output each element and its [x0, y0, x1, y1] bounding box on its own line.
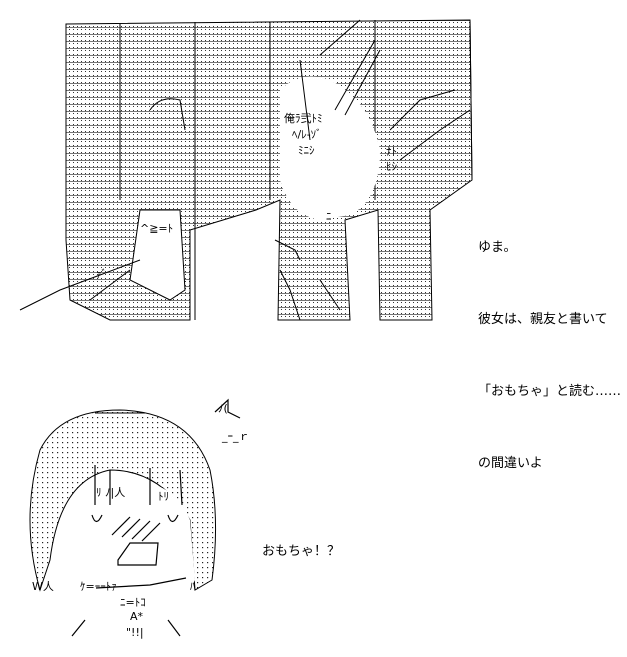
ascii-art-bottom: ﾉ( _ｰ_ｒ ﾘ ﾉ|人 ﾄﾘ W人 ｹ=ｰｰﾄｧ ﾊ ﾆ=ﾄｺ A* "!!… — [29, 398, 250, 639]
text-line: おもちゃ！？ — [262, 544, 341, 559]
face — [70, 480, 195, 615]
art-label: A* — [130, 610, 144, 623]
blinds-region — [65, 19, 473, 321]
art-label: ﾋｼ — [386, 160, 397, 173]
text-line: の間違いよ — [478, 456, 543, 471]
art-label: ﾅﾄ — [386, 145, 397, 158]
art-label: ﾊ — [190, 580, 196, 593]
art-label: "!!| — [126, 626, 144, 639]
art-label: ｹ=ｰｰﾄｧ — [80, 580, 117, 593]
text-line: ゆま。 — [478, 240, 517, 255]
panel-top-text: ゆま。 彼女は、親友と書いて 「おもちゃ」と読む…… の間違いよ — [478, 188, 621, 500]
art-label: ﾍ/ﾚ-ｿﾞ — [292, 128, 322, 141]
art-label: ﾄﾘ — [158, 490, 169, 503]
ascii-art-top: 俺ﾗ弐ﾄﾐ ﾍ/ﾚ-ｿﾞ ﾐﾆｼ ﾅﾄ ﾋｼ ﾆ ^≧=ﾄ ｧﾞ — [19, 19, 473, 321]
art-label: ﾆ — [326, 210, 332, 223]
text-line: 彼女は、親友と書いて — [478, 312, 608, 327]
art-label: ﾘ ﾉ|人 — [96, 486, 125, 499]
art-label: ﾆ=ﾄｺ — [120, 596, 146, 609]
panel-bottom-text: おもちゃ！？ — [262, 492, 340, 588]
art-label: ^≧=ﾄ — [140, 222, 173, 235]
art-label: ﾐﾆｼ — [298, 144, 315, 157]
arm — [129, 209, 186, 301]
art-label: ｧﾞ — [96, 268, 107, 281]
art-label: W人 — [32, 580, 54, 593]
art-label: _ｰ_ｒ — [221, 430, 250, 443]
art-label: ﾉ( — [218, 402, 228, 415]
left-eye — [91, 514, 103, 523]
face — [280, 76, 380, 221]
text-line: 「おもちゃ」と読む…… — [478, 384, 622, 399]
right-eye — [167, 514, 179, 523]
art-label: 俺ﾗ弐ﾄﾐ — [284, 111, 323, 125]
mouth — [117, 542, 159, 566]
